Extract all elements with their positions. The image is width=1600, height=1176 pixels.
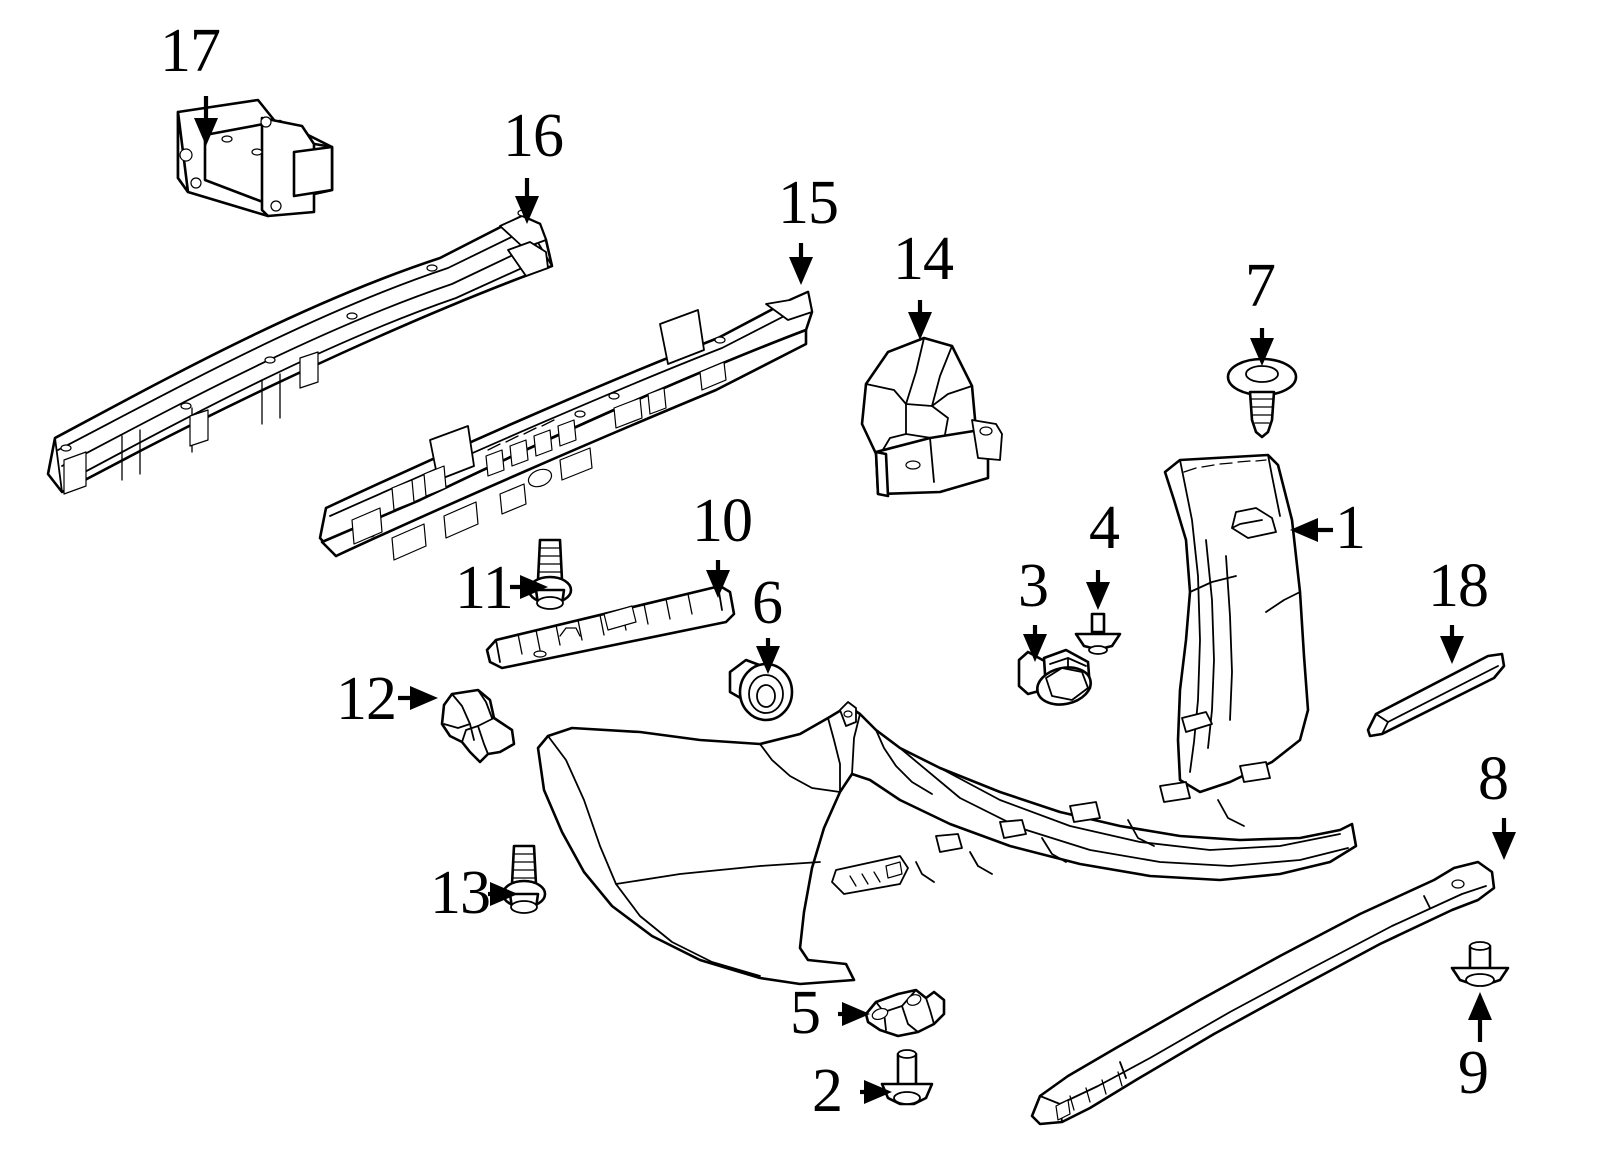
callout-label-11: 11	[455, 554, 514, 622]
callout-label-18: 18	[1428, 552, 1489, 620]
part-2-bumper-cover-push-rivet	[880, 1049, 934, 1106]
callout-label-7: 7	[1245, 252, 1276, 320]
callout-label-10: 10	[692, 487, 753, 555]
part-1-rear-bumper-cover	[1163, 453, 1310, 794]
part-12-bumper-cover-bracket	[440, 688, 516, 764]
callout-leaders	[194, 96, 1516, 1104]
callout-label-12: 12	[336, 665, 397, 733]
part-15-bumper-upper-retainer-rail	[318, 290, 814, 561]
callout-label-9: 9	[1458, 1039, 1489, 1107]
part-4-push-pin-retainer	[1074, 612, 1122, 655]
callout-label-3: 3	[1018, 552, 1049, 620]
part-6-parking-assist-sensor	[728, 658, 794, 722]
callout-label-14: 14	[893, 225, 954, 293]
part-10-bumper-side-retainer	[485, 584, 736, 670]
callout-label-16: 16	[503, 102, 564, 170]
callout-label-17: 17	[160, 17, 221, 85]
bumper-cover-body	[536, 701, 1358, 986]
part-16-bumper-reinforcement-beam	[46, 209, 554, 495]
part-13-bracket-screw	[501, 844, 547, 914]
callout-label-8: 8	[1478, 745, 1509, 813]
part-18-side-reflector-trim	[1366, 652, 1506, 738]
part-9-valance-push-pin	[1450, 941, 1510, 987]
part-11-retainer-screw	[527, 538, 573, 610]
part-8-lower-valance-spoiler	[1030, 860, 1496, 1126]
callout-label-2: 2	[812, 1057, 843, 1125]
callout-label-5: 5	[790, 979, 821, 1047]
callout-label-4: 4	[1089, 494, 1120, 562]
callout-label-15: 15	[778, 169, 839, 237]
callout-label-6: 6	[752, 569, 783, 637]
part-17-impact-bar-mount-bracket	[176, 98, 334, 218]
callout-label-1: 1	[1335, 494, 1366, 562]
callout-label-13: 13	[430, 859, 491, 927]
part-3-hex-flange-bolt	[1017, 648, 1092, 706]
part-7-bumper-cover-screw	[1226, 357, 1298, 439]
part-5-bumper-lower-clip-bracket	[864, 988, 946, 1038]
part-14-bumper-energy-absorber-bracket	[860, 336, 1003, 498]
